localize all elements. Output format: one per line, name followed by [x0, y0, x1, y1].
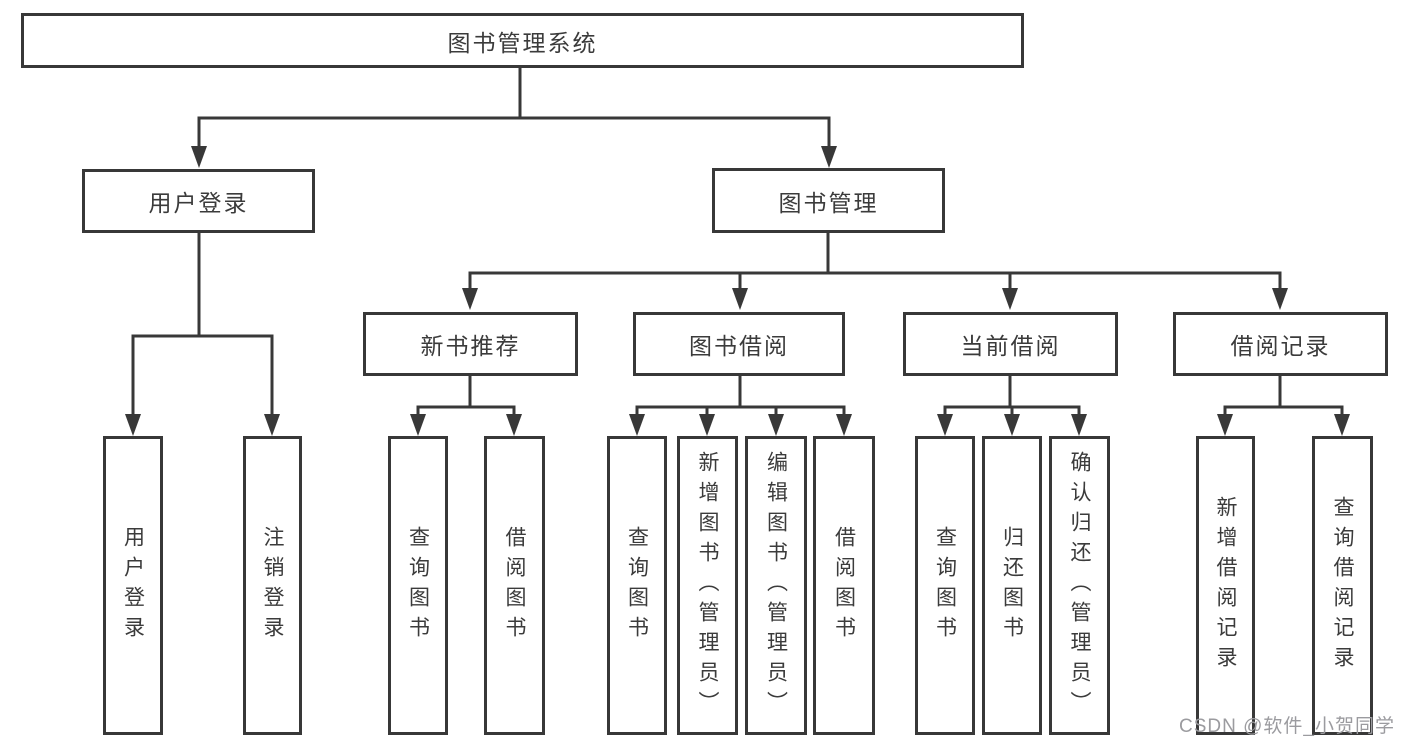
node-add-books-admin: 新增图书（管理员） [677, 436, 738, 735]
arrowhead-icon [410, 414, 426, 436]
node-new-book-recommend-label: 新书推荐 [420, 333, 521, 359]
node-add-borrow-record-label: 新增借阅记录 [1214, 495, 1237, 676]
node-return-books: 归还图书 [982, 436, 1042, 735]
node-confirm-return-admin: 确认归还（管理员） [1049, 436, 1110, 735]
node-root-label: 图书管理系统 [447, 29, 598, 56]
node-borrowing-records-label: 借阅记录 [1230, 333, 1331, 359]
arrowhead-icon [732, 288, 748, 310]
node-root: 图书管理系统 [21, 13, 1024, 68]
node-edit-books-admin: 编辑图书（管理员） [745, 436, 807, 735]
node-current-borrowing: 当前借阅 [903, 312, 1118, 376]
node-current-query-books: 查询图书 [915, 436, 975, 735]
node-borrow-query-books-label: 查询图书 [625, 525, 649, 646]
node-return-books-label: 归还图书 [1000, 525, 1024, 646]
node-add-borrow-record: 新增借阅记录 [1196, 436, 1255, 735]
node-borrowing-records: 借阅记录 [1173, 312, 1388, 376]
node-recommend-borrow-books-label: 借阅图书 [503, 525, 526, 646]
arrowhead-icon [1272, 288, 1288, 310]
arrowhead-icon [821, 146, 837, 168]
arrowhead-icon [1002, 288, 1018, 310]
csdn-watermark: CSDN @软件_小贺同学 [1179, 716, 1395, 737]
arrowhead-icon [462, 288, 478, 310]
node-recommend-query-books-label: 查询图书 [406, 525, 430, 646]
node-borrow-books: 借阅图书 [813, 436, 875, 735]
node-logout: 注销登录 [243, 436, 302, 735]
node-new-book-recommend: 新书推荐 [363, 312, 578, 376]
arrowhead-icon [937, 414, 953, 436]
node-user-login: 用户登录 [82, 169, 315, 233]
arrowhead-icon [264, 414, 280, 436]
arrowhead-icon [506, 414, 522, 436]
node-borrow-books-label: 借阅图书 [832, 525, 856, 646]
arrowhead-icon [629, 414, 645, 436]
node-add-books-admin-label: 新增图书（管理员） [696, 450, 719, 721]
arrowhead-icon [125, 414, 141, 436]
node-current-query-books-label: 查询图书 [933, 525, 957, 646]
arrowhead-icon [768, 414, 784, 436]
node-recommend-query-books: 查询图书 [388, 436, 448, 735]
arrowhead-icon [1334, 414, 1350, 436]
node-login-label: 用户登录 [121, 525, 145, 646]
node-book-management-label: 图书管理 [778, 189, 879, 216]
node-confirm-return-admin-label: 确认归还（管理员） [1068, 450, 1091, 721]
arrowhead-icon [191, 146, 207, 168]
node-book-borrowing: 图书借阅 [633, 312, 845, 376]
node-user-login-label: 用户登录 [148, 190, 249, 216]
node-book-borrowing-label: 图书借阅 [689, 333, 789, 359]
node-borrow-query-books: 查询图书 [607, 436, 667, 735]
arrowhead-icon [836, 414, 852, 436]
node-query-borrow-record-label: 查询借阅记录 [1331, 495, 1354, 676]
node-login: 用户登录 [103, 436, 163, 735]
arrowhead-icon [1217, 414, 1233, 436]
node-logout-label: 注销登录 [261, 525, 284, 646]
arrowhead-icon [699, 414, 715, 436]
node-recommend-borrow-books: 借阅图书 [484, 436, 545, 735]
node-query-borrow-record: 查询借阅记录 [1312, 436, 1373, 735]
arrowhead-icon [1004, 414, 1020, 436]
node-book-management: 图书管理 [712, 168, 945, 233]
node-edit-books-admin-label: 编辑图书（管理员） [764, 450, 788, 721]
arrowhead-icon [1071, 414, 1087, 436]
node-current-borrowing-label: 当前借阅 [960, 333, 1061, 359]
